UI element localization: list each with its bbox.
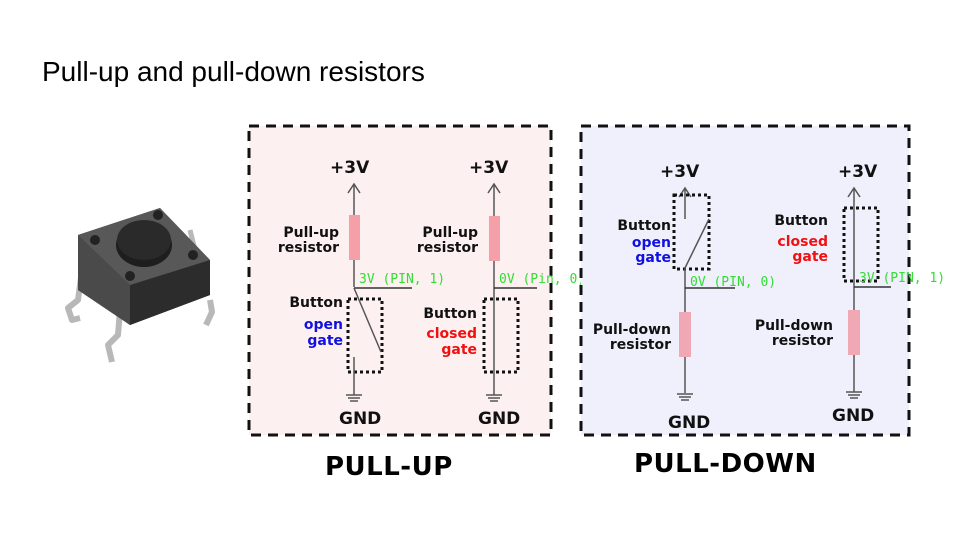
resistor-label: resistor xyxy=(610,337,671,353)
pullup-resistor xyxy=(489,216,500,261)
arrow-up-icon xyxy=(847,186,861,198)
pin-label: 3V (PIN, 1) xyxy=(859,271,945,286)
tactile-push-button-icon xyxy=(65,208,215,363)
button-label: Button xyxy=(617,218,671,234)
button-label: Button xyxy=(774,213,828,229)
button-label: Button xyxy=(423,306,477,322)
arrow-up-icon xyxy=(487,182,501,194)
resistor-label: Pull-up xyxy=(422,225,478,241)
supply-label: +3V xyxy=(469,158,509,178)
gate-state-label: gate xyxy=(635,250,671,266)
ground-label: GND xyxy=(478,409,520,429)
pullup-circuit-open: +3V Pull-up resistor 3V (PIN, 1) Button … xyxy=(278,158,445,429)
resistor-label: resistor xyxy=(278,240,339,256)
pin-label: 0V (PIN, 0) xyxy=(690,275,776,290)
supply-label: +3V xyxy=(838,162,878,182)
slide-title: Pull-up and pull-down resistors xyxy=(42,56,425,87)
pullup-panel: +3V Pull-up resistor 3V (PIN, 1) Button … xyxy=(247,124,585,437)
pullup-circuit-closed: +3V Pull-up resistor 0V (Pin, 0) Button … xyxy=(417,158,585,429)
switch-lever xyxy=(353,287,382,353)
pullup-caption: PULL-UP xyxy=(325,452,453,482)
gate-state-label: closed xyxy=(426,326,477,342)
ground-icon xyxy=(346,394,362,402)
resistor-label: Pull-up xyxy=(283,225,339,241)
ground-icon xyxy=(677,393,693,401)
gate-state-label: open xyxy=(304,317,343,333)
pulldown-panel: +3V Button open gate 0V (PIN, 0) Pull-do… xyxy=(579,124,945,437)
gate-state-label: closed xyxy=(777,234,828,250)
resistor-label: resistor xyxy=(417,240,478,256)
gate-state-label: gate xyxy=(792,249,828,265)
button-label: Button xyxy=(289,295,343,311)
ground-icon xyxy=(846,391,862,399)
button-box xyxy=(672,193,711,271)
pulldown-resistor xyxy=(848,310,860,355)
gate-state-label: open xyxy=(632,235,671,251)
resistor-label: Pull-down xyxy=(593,322,671,338)
resistor-label: resistor xyxy=(772,333,833,349)
pulldown-circuit-open: +3V Button open gate 0V (PIN, 0) Pull-do… xyxy=(593,162,776,433)
switch-lever xyxy=(684,218,710,269)
supply-label: +3V xyxy=(660,162,700,182)
ground-label: GND xyxy=(668,413,710,433)
gate-state-label: gate xyxy=(441,342,477,358)
ground-label: GND xyxy=(832,406,874,426)
pulldown-circuit-closed: +3V Button closed gate 3V (PIN, 1) Pull-… xyxy=(755,162,945,426)
pullup-panel-border xyxy=(247,124,553,437)
pin-label: 3V (PIN, 1) xyxy=(359,272,445,287)
pulldown-caption: PULL-DOWN xyxy=(634,449,817,479)
ground-label: GND xyxy=(339,409,381,429)
supply-label: +3V xyxy=(330,158,370,178)
resistor-label: Pull-down xyxy=(755,318,833,334)
pin-label: 0V (Pin, 0) xyxy=(499,272,585,287)
arrow-up-icon xyxy=(347,182,361,194)
pulldown-resistor xyxy=(679,312,691,357)
pullup-resistor xyxy=(349,215,360,260)
gate-state-label: gate xyxy=(307,333,343,349)
ground-icon xyxy=(486,394,502,402)
